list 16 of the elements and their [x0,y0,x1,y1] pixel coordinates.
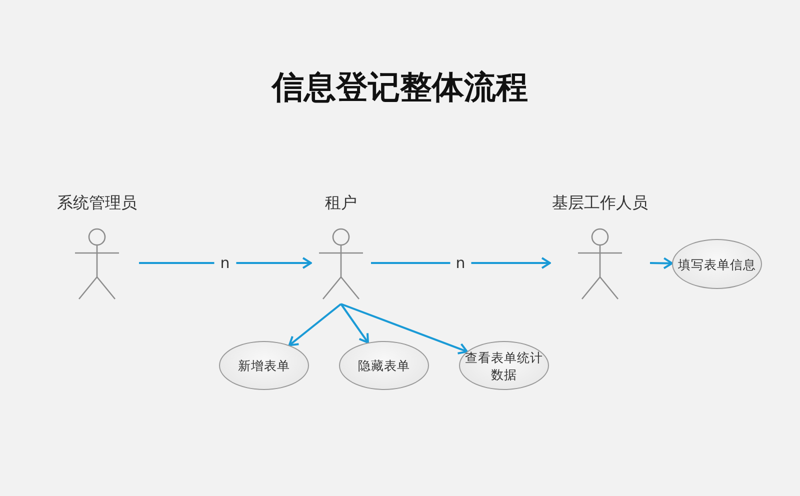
arrow [371,257,551,269]
arrow [288,303,342,346]
actor [550,192,650,302]
use-case-ellipse: 新增表单 [219,341,309,390]
arrow [340,303,369,344]
use-case-ellipse: 隐藏表单 [339,341,429,390]
actor [55,192,139,302]
arrow [340,303,468,354]
use-case-ellipse: 填写表单信息 [672,239,762,289]
use-case-ellipse: 查看表单统计数据 [459,341,549,390]
title: 信息登记整体流程 [270,67,529,108]
actor-name: 租户 [324,192,358,214]
arrow [650,257,674,270]
actor-name: 系统管理员 [56,192,138,214]
arrow [139,257,312,269]
actor-name: 基层工作人员 [551,192,649,214]
